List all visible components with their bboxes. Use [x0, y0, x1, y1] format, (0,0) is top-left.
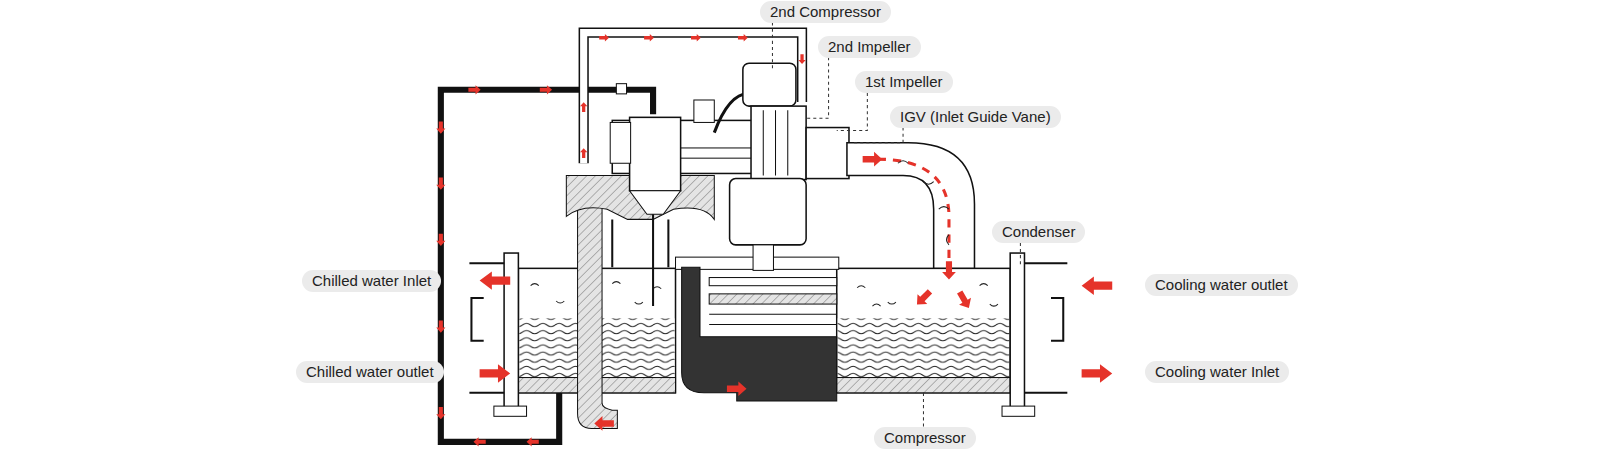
leader-line: [923, 393, 924, 427]
rod: [612, 214, 668, 306]
flow-arrow: [954, 289, 975, 312]
water-arrow: [480, 364, 511, 382]
flow-arrow: [644, 34, 654, 41]
flow-arrow: [912, 287, 935, 310]
cap: [694, 100, 714, 122]
funnel: [630, 191, 681, 214]
second-compressor: [743, 63, 796, 106]
water-arrow: [480, 271, 511, 289]
leader-line: [806, 57, 828, 118]
flow-arrow: [436, 121, 445, 133]
tube-sheet: [837, 378, 1010, 393]
impeller-blades: [763, 110, 787, 175]
drain: [753, 245, 773, 271]
leader-line: [837, 93, 868, 131]
flow-arrow: [436, 234, 445, 246]
cylinder: [630, 117, 681, 190]
discharge-pipe: [847, 143, 975, 269]
end-plate: [1010, 253, 1024, 408]
condenser-shell: [837, 268, 1010, 392]
part-label: IGV (Inlet Guide Vane): [890, 106, 1061, 128]
plate: [709, 294, 837, 304]
flow-arrow: [942, 261, 956, 279]
shell-ends: [469, 253, 1067, 416]
end-plate: [504, 253, 518, 408]
flow-arrow: [691, 34, 701, 41]
flow-arrow: [436, 178, 445, 190]
flow-arrow: [436, 320, 445, 332]
part-label: Compressor: [874, 427, 976, 449]
part-label: Condenser: [992, 221, 1085, 243]
foot: [494, 406, 527, 416]
flow-arrow: [863, 152, 883, 167]
igv-housing: [806, 128, 849, 179]
leader-line: [772, 22, 773, 71]
flow-arrow: [798, 54, 805, 64]
flow-arrow: [594, 416, 614, 431]
leader-lines: [772, 22, 1020, 426]
gas-squiggle: [898, 161, 949, 245]
part-label: 2nd Impeller: [818, 36, 921, 58]
water-arrow: [1082, 364, 1113, 382]
gear-box: [730, 179, 807, 245]
flow-arrow: [580, 102, 587, 112]
flow-arrow: [540, 85, 552, 94]
part-label: 1st Impeller: [855, 71, 953, 93]
flow-arrow: [727, 381, 747, 396]
water-box: [1024, 263, 1067, 393]
plate: [709, 278, 837, 286]
foot: [1002, 406, 1035, 416]
flow-arrow: [738, 34, 748, 41]
cap: [610, 122, 630, 163]
flow-arrow: [580, 148, 587, 158]
part-label: Cooling water Inlet: [1145, 361, 1289, 383]
part-label: Chilled water outlet: [296, 361, 444, 383]
water-level: [838, 318, 1009, 377]
flow-arrow: [473, 437, 485, 446]
leader-line: [852, 128, 903, 143]
gas-flow: [878, 159, 949, 267]
flow-arrow: [468, 85, 480, 94]
condenser: [837, 268, 1010, 392]
volute: [751, 106, 806, 179]
water-arrow: [1082, 277, 1113, 295]
flow-arrow: [599, 34, 609, 41]
water-arrows: [480, 271, 1113, 382]
flow-arrow: [527, 437, 539, 446]
flow-arrow: [436, 407, 445, 419]
middle-section: [676, 257, 839, 401]
leader-line: [1020, 243, 1021, 267]
part-label: 2nd Compressor: [760, 1, 891, 23]
part-label: Chilled water Inlet: [302, 270, 441, 292]
part-label: Cooling water outlet: [1145, 274, 1298, 296]
plate-line: [709, 314, 837, 324]
liquid-chamber: [682, 267, 837, 401]
bolt: [616, 84, 626, 94]
